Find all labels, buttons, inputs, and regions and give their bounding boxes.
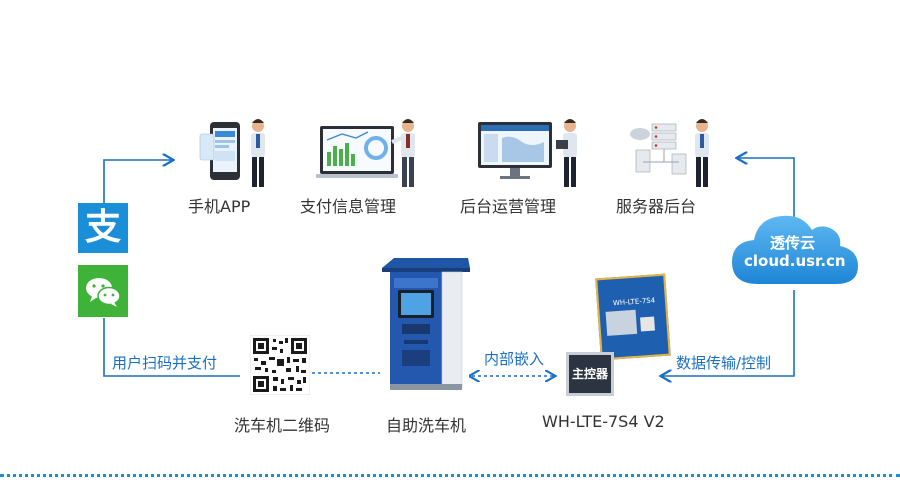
bottom-dotted-divider bbox=[0, 474, 900, 477]
payment-info-illustration bbox=[316, 118, 422, 190]
cloud-url: cloud.usr.cn bbox=[744, 252, 846, 270]
label-self-service-washer: 自助洗车机 bbox=[386, 416, 467, 435]
label-user-scan-pay: 用户扫码并支付 bbox=[112, 354, 218, 372]
line-pay-to-scan bbox=[103, 318, 240, 377]
label-module-model: WH-LTE-7S4 V2 bbox=[542, 412, 665, 431]
label-embedded: 内部嵌入 bbox=[484, 350, 545, 368]
phone-app-illustration bbox=[196, 118, 276, 190]
label-server-backend: 服务器后台 bbox=[616, 197, 697, 216]
label-app: 手机APP bbox=[188, 197, 251, 216]
label-qr-code: 洗车机二维码 bbox=[234, 416, 331, 435]
main-controller-chip: 主控器 bbox=[566, 352, 614, 396]
line-cloud-to-server bbox=[738, 158, 795, 222]
qr-code-image bbox=[249, 334, 311, 396]
label-payment-info: 支付信息管理 bbox=[300, 197, 397, 216]
cloud-icon bbox=[730, 206, 860, 290]
line-cloud-to-chip bbox=[662, 290, 795, 376]
wechat-pay-icon bbox=[78, 265, 128, 317]
module-sim-slot bbox=[605, 309, 638, 336]
label-backend-ops: 后台运营管理 bbox=[460, 197, 557, 216]
alipay-icon: 支 bbox=[78, 203, 128, 253]
wh-lte-module-board: WH-LTE-7S4 bbox=[595, 273, 671, 361]
label-data-transfer: 数据传输/控制 bbox=[676, 354, 772, 372]
alipay-icon-glyph: 支 bbox=[84, 207, 121, 248]
cloud-title: 透传云 bbox=[770, 234, 816, 252]
module-chip bbox=[640, 316, 655, 332]
backend-ops-illustration bbox=[476, 118, 586, 190]
module-board-label: WH-LTE-7S4 bbox=[612, 296, 656, 308]
car-washer-machine bbox=[380, 254, 472, 394]
chip-label: 主控器 bbox=[571, 367, 608, 381]
server-backend-illustration bbox=[626, 118, 716, 190]
line-pay-to-app bbox=[103, 160, 172, 205]
